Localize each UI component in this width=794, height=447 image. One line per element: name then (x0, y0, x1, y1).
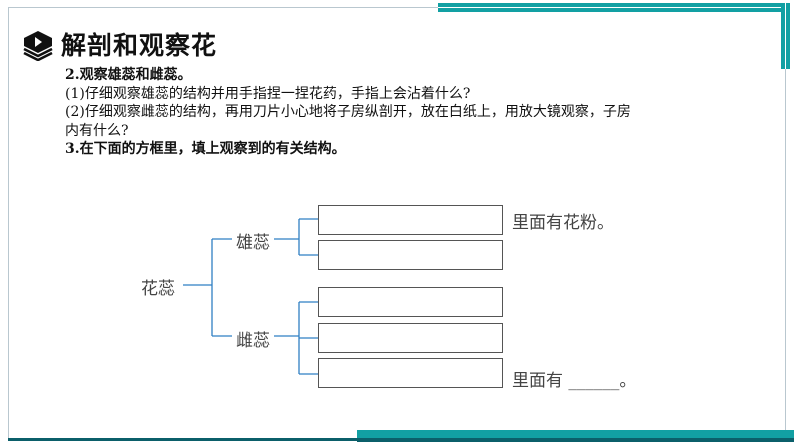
ovary-note: 里面有 ______。 (512, 371, 637, 391)
stamen-label: 雄蕊 (236, 233, 270, 253)
pistil-answer-box-1[interactable] (318, 287, 503, 317)
pistil-answer-box-3[interactable] (318, 358, 503, 388)
stamen-answer-box-2[interactable] (318, 240, 503, 270)
top-accent-stripe (438, 7, 790, 8)
right-accent-stripe (785, 3, 786, 69)
bottom-accent-dark-bar (357, 438, 794, 442)
root-label: 花蕊 (141, 279, 175, 299)
pollen-note: 里面有花粉。 (512, 213, 614, 233)
step-3-heading: 3.在下面的方框里，填上观察到的有关结构。 (65, 141, 346, 157)
page-title: 解剖和观察花 (61, 31, 218, 60)
question-1: (1)仔细观察雄蕊的结构并用手指捏一捏花药，手指上会沾着什么? (65, 85, 471, 102)
question-2-line-2: 内有什么? (65, 122, 129, 139)
instruction-text: 2.观察雄蕊和雌蕊。 (1)仔细观察雄蕊的结构并用手指捏一捏花药，手指上会沾着什… (65, 66, 745, 159)
stacked-layers-play-icon (23, 31, 53, 61)
question-2-line-1: (2)仔细观察雌蕊的结构，再用刀片小心地将子房纵剖开，放在白纸上，用放大镜观察，… (65, 104, 631, 120)
bottom-accent-bar (357, 430, 794, 441)
pistil-label: 雌蕊 (236, 331, 270, 351)
stamen-answer-box-1[interactable] (318, 205, 503, 235)
bottom-accent-dark-line (8, 438, 358, 441)
pistil-answer-box-2[interactable] (318, 323, 503, 353)
step-2-heading: 2.观察雄蕊和雌蕊。 (65, 67, 192, 83)
